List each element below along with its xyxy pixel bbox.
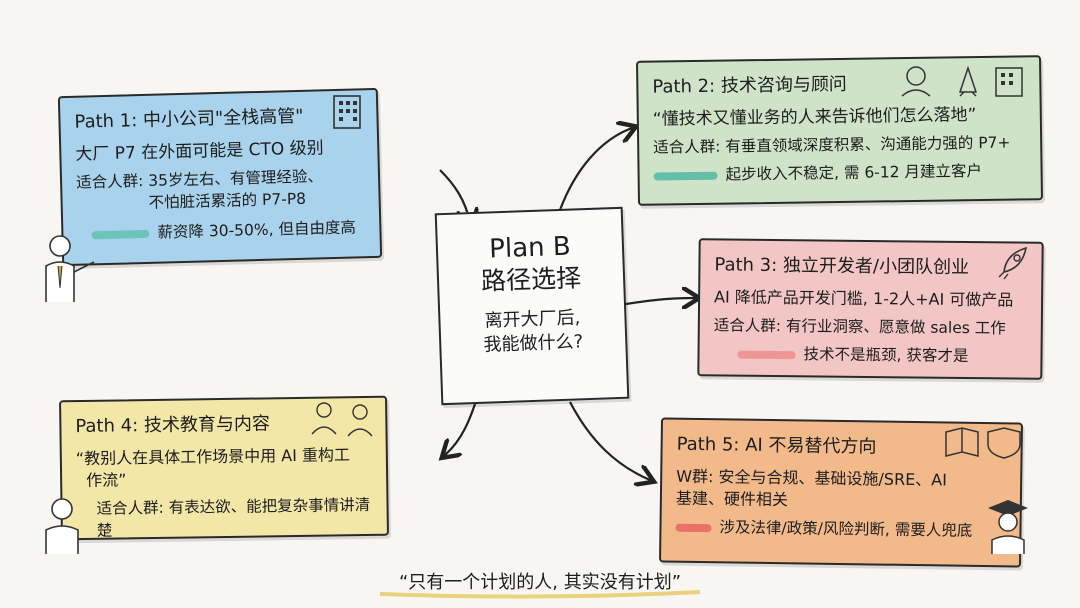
rocket-icon [998,246,1028,280]
arrow-to-path5 [569,401,650,480]
arrow-to-path3 [619,298,695,305]
audience-icon [311,402,373,437]
book-shield-icons [945,427,1021,459]
person-icon [45,235,95,302]
bottom-quote: “只有一个计划的人, 其实没有计划” [398,572,682,593]
building-icon [333,95,361,129]
person-icon-2 [45,498,79,554]
graduate-icon [988,500,1028,554]
arrow-to-path2 [558,128,632,211]
path-2-icons [901,65,1023,97]
